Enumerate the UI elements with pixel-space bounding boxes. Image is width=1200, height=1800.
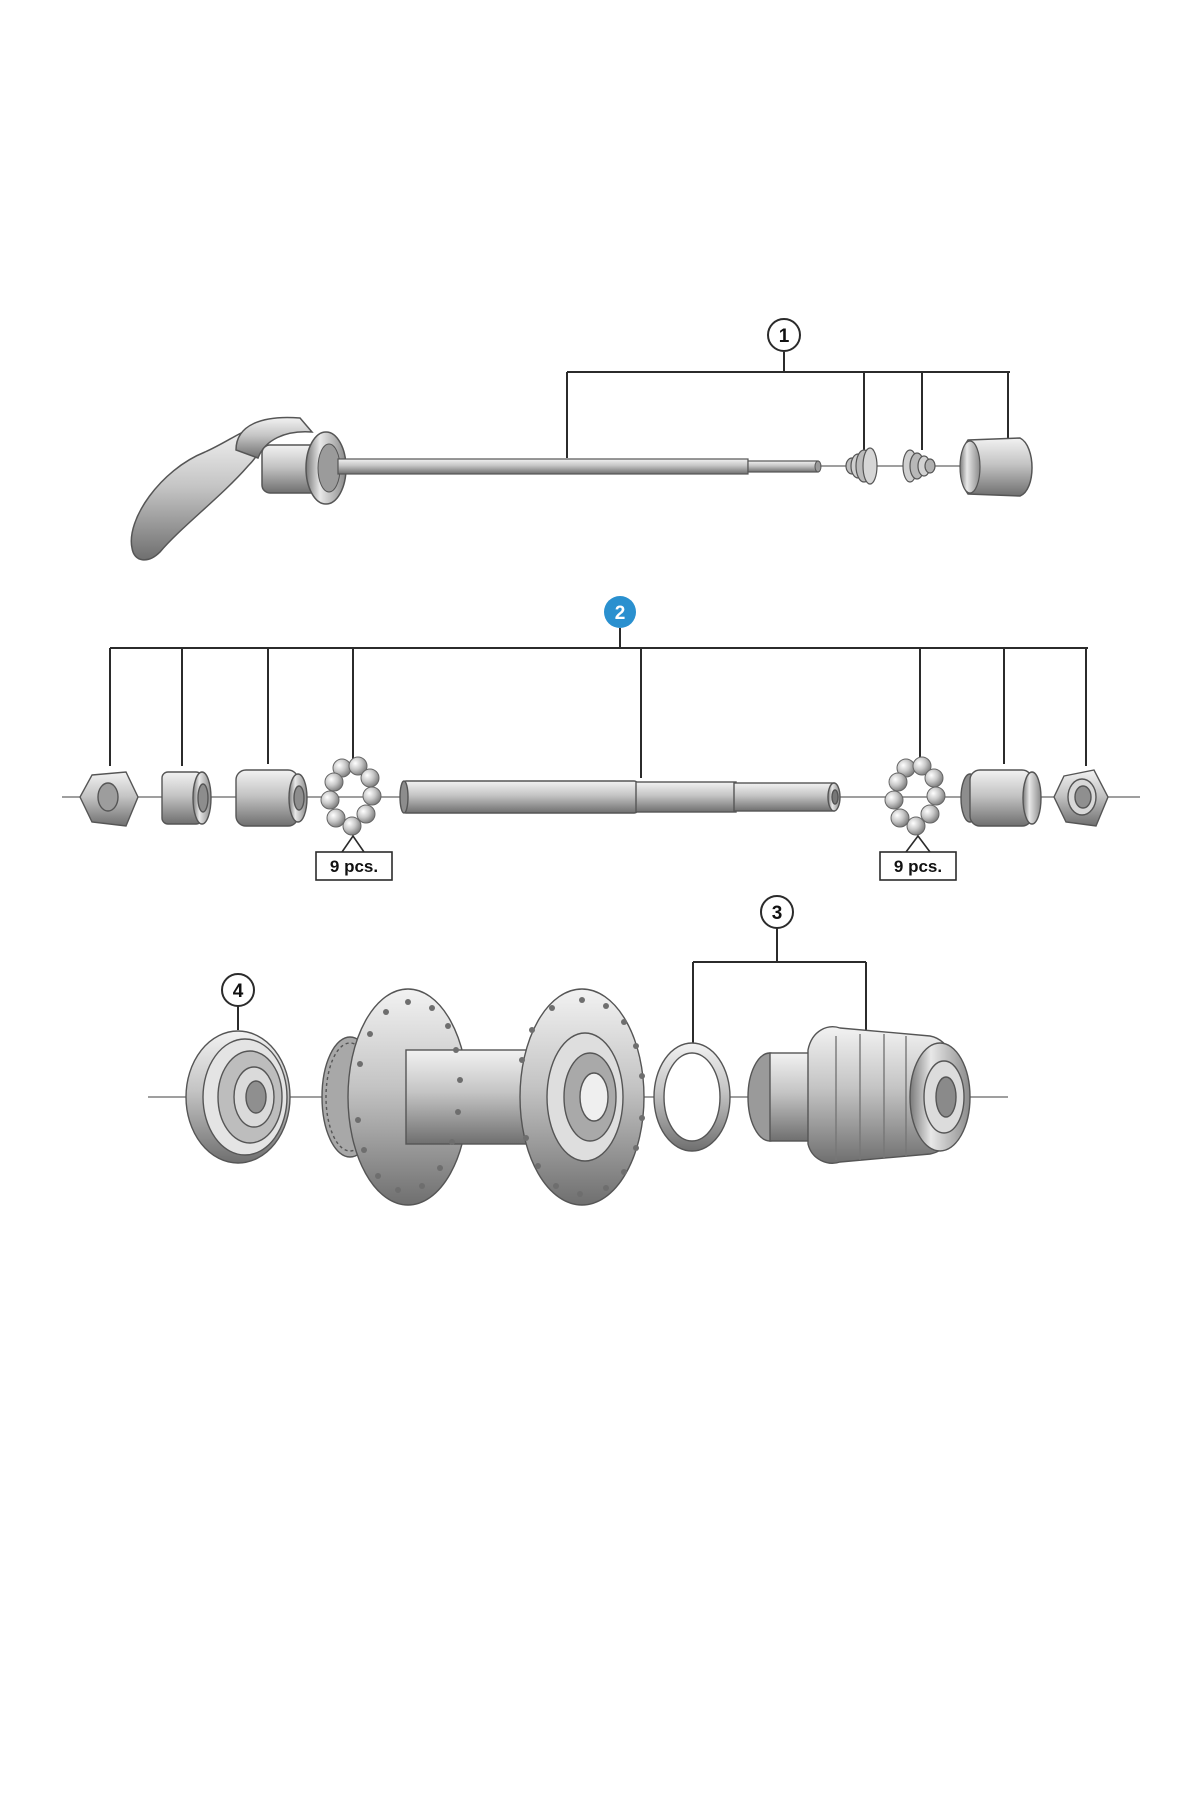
left-ball-bearings xyxy=(320,756,382,836)
callout-1-number: 1 xyxy=(779,326,790,347)
right-qty-box: 9 pcs. xyxy=(879,851,957,881)
callout-1: 1 xyxy=(767,318,801,352)
callout-3: 3 xyxy=(760,895,794,929)
hub-group: 4 3 xyxy=(148,895,1008,1206)
callout-3-leader xyxy=(692,928,867,1044)
freehub-spacer-ring xyxy=(653,1042,731,1152)
hub-left-flange-holes xyxy=(355,999,463,1193)
axle-rod xyxy=(399,780,841,814)
right-ball-bearings xyxy=(884,756,946,836)
quick-release-group: 1 xyxy=(130,318,1033,561)
right-qty-label: 9 pcs. xyxy=(894,857,942,876)
right-lock-nut xyxy=(1053,769,1109,827)
callout-2-leader xyxy=(109,628,1088,778)
qr-spring-1 xyxy=(845,447,878,485)
callout-4-number: 4 xyxy=(233,981,244,1002)
callout-1-leader xyxy=(566,352,1010,458)
callout-3-number: 3 xyxy=(772,903,783,924)
hub-shell xyxy=(321,988,645,1206)
left-qty-label: 9 pcs. xyxy=(330,857,378,876)
left-spacer xyxy=(161,771,212,825)
dust-cap xyxy=(185,1030,291,1164)
right-qty-leader xyxy=(905,834,931,853)
freehub-body xyxy=(747,1026,971,1164)
hub-right-flange-holes xyxy=(519,997,645,1197)
callout-2: 2 xyxy=(604,596,636,628)
left-qty-leader xyxy=(341,834,365,853)
axle-group: 2 xyxy=(62,596,1140,881)
right-cone xyxy=(960,769,1042,827)
qr-skewer-rod xyxy=(337,458,749,475)
left-lock-nut xyxy=(79,771,139,827)
left-qty-box: 9 pcs. xyxy=(315,851,393,881)
qr-spring-2 xyxy=(902,449,936,483)
callout-4: 4 xyxy=(221,973,255,1007)
callout-2-number: 2 xyxy=(615,603,626,624)
left-cone xyxy=(235,769,308,827)
